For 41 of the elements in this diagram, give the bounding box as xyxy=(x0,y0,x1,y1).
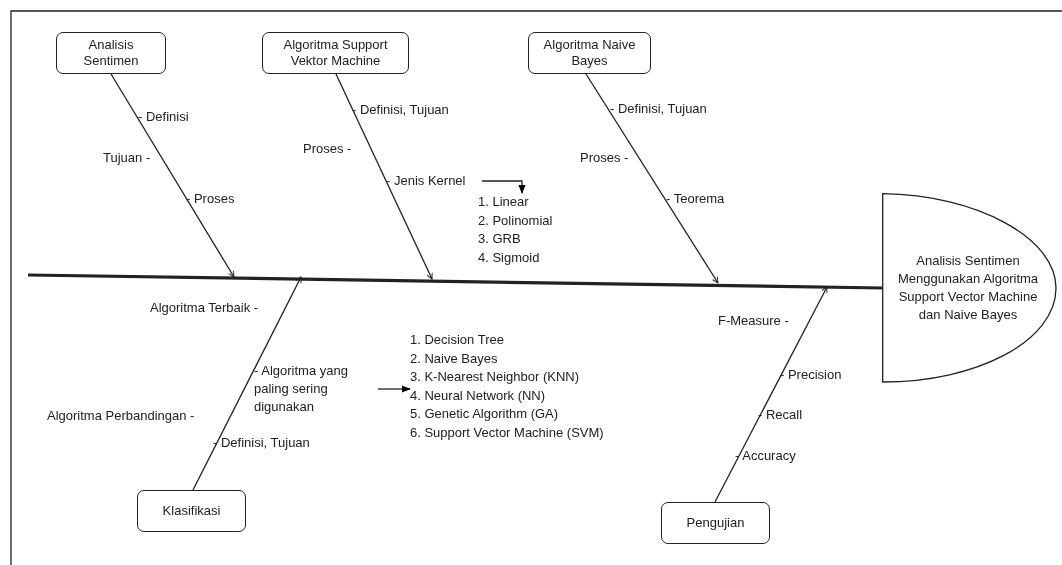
bone-arrow xyxy=(585,73,719,284)
bone-label: - Teorema xyxy=(666,191,725,207)
bone-arrow xyxy=(192,276,302,491)
bone-label: - Accuracy xyxy=(735,448,796,464)
list-item: 4. Sigmoid xyxy=(478,248,541,267)
list-item: 2. Polinomial xyxy=(478,211,554,230)
list-item: 3. K-Nearest Neighbor (KNN) xyxy=(410,368,581,386)
list-item: 4. Neural Network (NN) xyxy=(410,386,547,405)
list-item: 3. GRB xyxy=(478,230,522,248)
effect-head: Analisis Sentimen Menggunakan Algoritma Support Vector Machine dan Naive Bayes xyxy=(882,193,1058,383)
bone-label: - Definisi, Tujuan xyxy=(610,101,707,117)
bone-label: - Definisi xyxy=(138,109,189,125)
category-box: Klasifikasi xyxy=(137,490,246,532)
list-item: 5. Genetic Algorithm (GA) xyxy=(410,405,560,423)
bone-label: Proses - xyxy=(580,150,629,166)
category-box: Algoritma Naive Bayes xyxy=(528,32,651,74)
bone-label: F-Measure - xyxy=(718,313,789,329)
list-item: 6. Support Vector Machine (SVM) xyxy=(410,423,605,442)
bone-label: Algoritma Perbandingan - xyxy=(47,408,195,424)
bone-label: Tujuan - xyxy=(103,150,151,166)
bone-label: - Definisi, Tujuan xyxy=(352,102,449,118)
category-box: Analisis Sentimen xyxy=(56,32,166,74)
bone-label: - Jenis Kernel xyxy=(386,172,482,190)
bone-arrow xyxy=(110,73,235,278)
list-item: 1. Decision Tree xyxy=(410,331,505,349)
bone-label: - Algoritma yang paling sering digunakan xyxy=(254,362,376,416)
bone-label: - Proses xyxy=(186,191,235,207)
list-item: 2. Naive Bayes xyxy=(410,349,499,368)
bone-arrow xyxy=(335,73,433,280)
bone-label: - Precision xyxy=(780,367,842,383)
list-item: 1. Linear xyxy=(478,193,530,211)
category-box: Algoritma Support Vektor Machine xyxy=(262,32,409,74)
bone-label: Algoritma Terbaik - xyxy=(150,300,259,316)
bone-arrow xyxy=(714,286,828,503)
bone-label: Proses - xyxy=(303,141,352,157)
arrow xyxy=(377,385,411,393)
spine-line xyxy=(27,273,883,290)
bone-label: - Definisi, Tujuan xyxy=(213,435,310,451)
category-box: Pengujian xyxy=(661,502,770,544)
arrow xyxy=(481,180,526,194)
bone-label: - Recall xyxy=(758,407,803,423)
